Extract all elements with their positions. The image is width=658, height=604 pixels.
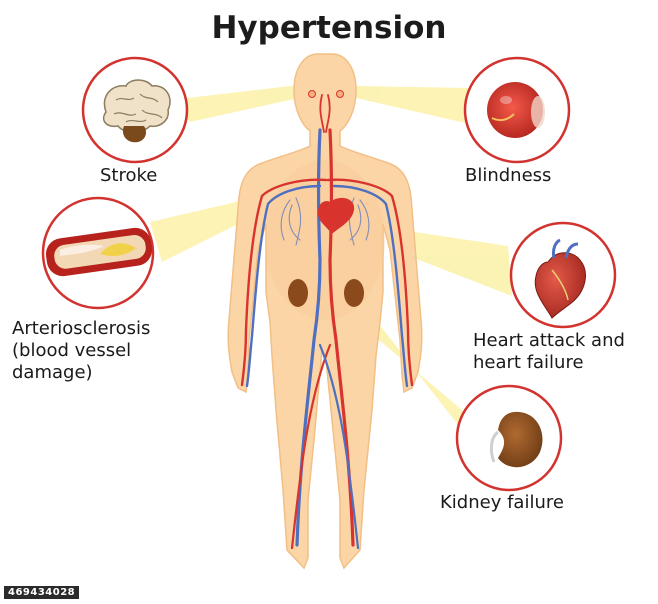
label-arterio-line: (blood vessel: [12, 340, 150, 362]
body-eye-left: [309, 91, 316, 98]
label-blindness: Blindness: [465, 165, 551, 187]
stock-id-badge: 469434028: [4, 586, 79, 599]
body-kidney-right: [344, 279, 364, 307]
ray-stroke: [170, 84, 308, 122]
label-kidney: Kidney failure: [440, 492, 564, 514]
ray-blindness: [356, 86, 470, 124]
label-heart-line: heart failure: [473, 352, 625, 374]
human-body: [228, 54, 422, 568]
label-heart-line: Heart attack and: [473, 330, 625, 352]
label-heart: Heart attack and heart failure: [473, 330, 625, 374]
label-arterio-line: Arteriosclerosis: [12, 318, 150, 340]
label-stroke: Stroke: [100, 165, 157, 187]
label-arterio-line: damage): [12, 362, 150, 384]
label-arteriosclerosis: Arteriosclerosis (blood vessel damage): [12, 318, 150, 384]
body-eye-right: [337, 91, 344, 98]
page-title: Hypertension: [0, 10, 658, 46]
body-kidney-left: [288, 279, 308, 307]
